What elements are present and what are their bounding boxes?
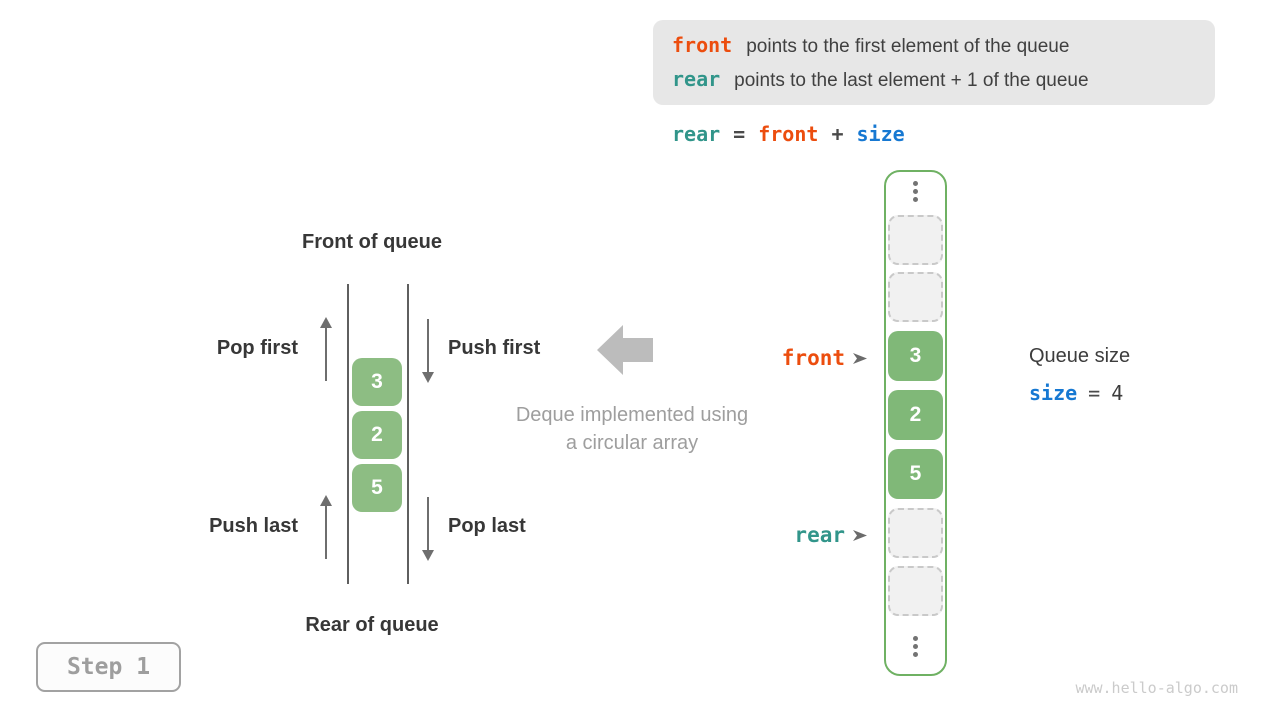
deque-cell-2: 2 <box>352 411 402 459</box>
deque-cell-3: 3 <box>352 358 402 406</box>
watermark: www.hello-algo.com <box>1075 679 1238 697</box>
rear-keyword: rear <box>672 67 721 91</box>
deque-cell-5: 5 <box>352 464 402 512</box>
rear-description: points to the last element + 1 of the qu… <box>734 70 1089 91</box>
pop-last-arrowhead-icon <box>422 550 434 561</box>
front-pointer-arrow-icon <box>853 352 867 364</box>
rear-pointer-arrow-icon <box>853 529 867 541</box>
array-cell-empty-1 <box>888 272 943 322</box>
front-pointer: front <box>700 346 868 370</box>
push-first-arrowhead-icon <box>422 372 434 383</box>
pop-last-arrow-icon <box>427 497 429 552</box>
array-cell-5: 5 <box>888 449 943 499</box>
push-first-arrow-icon <box>427 319 429 374</box>
caption-line-2: a circular array <box>565 432 699 454</box>
pop-last-label: Pop last <box>448 515 526 537</box>
front-description: points to the first element of the queue <box>746 36 1070 57</box>
array-cell-empty-2 <box>888 508 943 558</box>
array-cell-empty-0 <box>888 215 943 265</box>
rear-pointer: rear <box>700 523 868 547</box>
array-cell-2: 2 <box>888 390 943 440</box>
array-cell-empty-3 <box>888 566 943 616</box>
ellipsis-top-icon <box>913 181 918 202</box>
front-pointer-label: front <box>781 346 845 370</box>
pop-first-arrowhead-icon <box>320 317 332 328</box>
ellipsis-bottom-icon <box>913 636 918 657</box>
legend-note-box: front points to the first element of the… <box>653 20 1215 105</box>
push-last-arrowhead-icon <box>320 495 332 506</box>
step-badge: Step 1 <box>36 642 181 692</box>
formula-front: front <box>758 122 819 146</box>
pop-first-arrow-icon <box>325 326 327 381</box>
formula-rear: rear <box>672 122 721 146</box>
array-cell-3: 3 <box>888 331 943 381</box>
size-variable: size <box>1029 381 1078 405</box>
caption-line-1: Deque implemented using <box>515 404 749 426</box>
size-value: 4 <box>1111 381 1124 405</box>
queue-size-expression: size = 4 <box>1029 381 1123 405</box>
push-first-label: Push first <box>448 337 541 359</box>
size-equals: = <box>1088 381 1101 405</box>
legend-front-line: front points to the first element of the… <box>672 33 1215 58</box>
rear-of-queue-label: Rear of queue <box>305 614 439 636</box>
deque-right-wall <box>407 284 409 584</box>
rear-pointer-label: rear <box>794 523 845 547</box>
formula-equals: = <box>733 122 746 146</box>
front-of-queue-label: Front of queue <box>302 231 442 253</box>
push-last-label: Push last <box>209 515 298 537</box>
rear-formula: rear = front + size <box>672 122 905 146</box>
queue-size-title: Queue size <box>1029 345 1131 367</box>
pop-first-label: Pop first <box>216 337 298 359</box>
deque-left-wall <box>347 284 349 584</box>
legend-rear-line: rear points to the last element + 1 of t… <box>672 67 1215 92</box>
big-left-arrow-icon <box>597 325 653 375</box>
push-last-arrow-icon <box>325 504 327 559</box>
formula-plus: + <box>831 122 844 146</box>
front-keyword: front <box>672 33 733 57</box>
figure-caption: Deque implemented using a circular array <box>482 401 782 457</box>
formula-size: size <box>856 122 905 146</box>
